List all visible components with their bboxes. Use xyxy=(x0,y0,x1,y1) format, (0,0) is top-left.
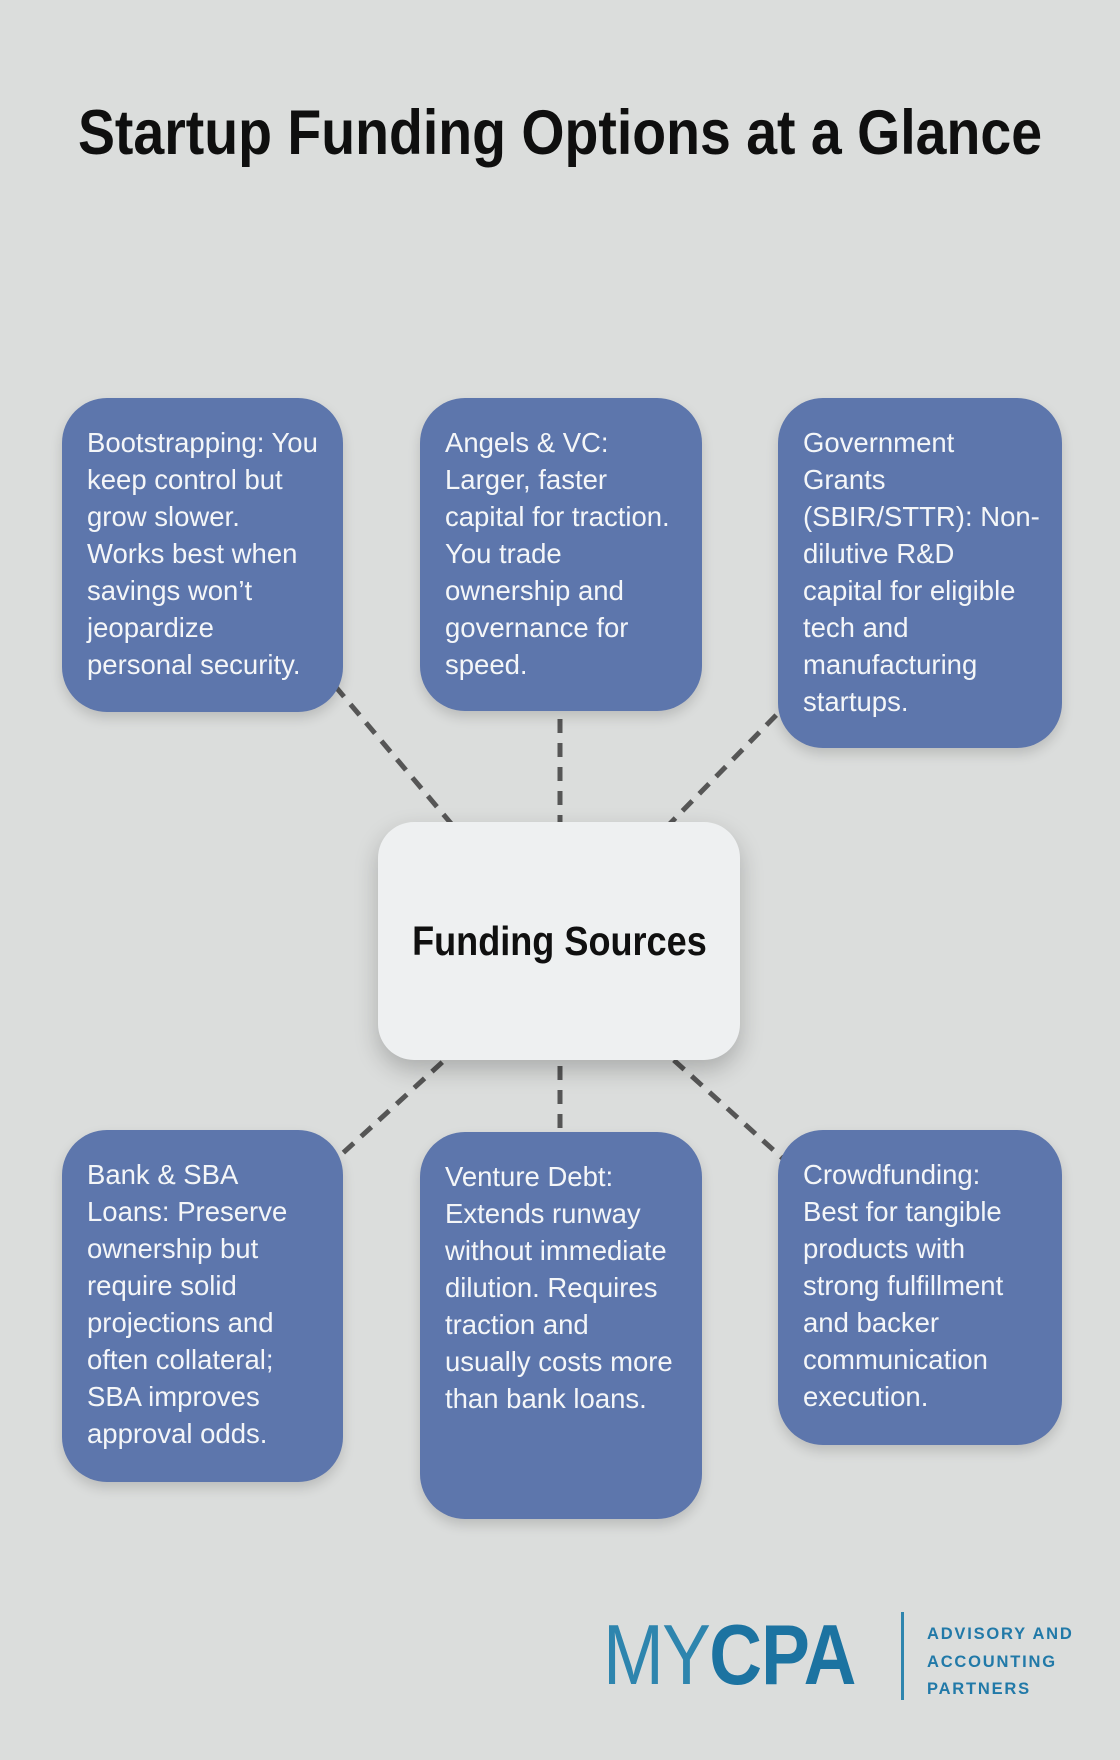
node-bootstrapping: Bootstrapping: You keep control but grow… xyxy=(62,398,343,712)
node-crowdfunding: Crowdfunding: Best for tangible products… xyxy=(778,1130,1062,1445)
connector-top-right xyxy=(650,696,795,844)
mycpa-logo: MYCPA xyxy=(603,1613,856,1698)
logo-tagline-line-3: PARTNERS xyxy=(927,1680,1031,1698)
mycpa-logo-my: MY xyxy=(603,1608,711,1703)
node-bank-sba-loans: Bank & SBA Loans: Preserve ownership but… xyxy=(62,1130,343,1482)
connector-top-left xyxy=(333,684,467,842)
logo-tagline-line-2: ACCOUNTING xyxy=(927,1652,1057,1671)
page-title: Startup Funding Options at a Glance xyxy=(77,98,1043,168)
node-crowdfunding-text: Crowdfunding: Best for tangible products… xyxy=(803,1159,1004,1412)
node-angels-vc-text: Angels & VC: Larger, faster capital for … xyxy=(445,427,670,680)
center-node-label: Funding Sources xyxy=(411,917,707,964)
node-government-grants: Government Grants (SBIR/STTR): Non-dilut… xyxy=(778,398,1062,748)
node-government-grants-text: Government Grants (SBIR/STTR): Non-dilut… xyxy=(803,427,1040,717)
connector-bottom-right xyxy=(654,1042,802,1176)
center-node-funding-sources: Funding Sources xyxy=(378,822,740,1060)
node-bootstrapping-text: Bootstrapping: You keep control but grow… xyxy=(87,427,318,680)
logo-tagline-line-1: ADVISORY AND xyxy=(927,1625,1074,1643)
mycpa-logo-cpa: CPA xyxy=(709,1608,856,1703)
node-bank-sba-loans-text: Bank & SBA Loans: Preserve ownership but… xyxy=(87,1159,288,1449)
connector-bottom-left xyxy=(318,1044,462,1176)
node-venture-debt-text: Venture Debt: Extends runway without imm… xyxy=(445,1161,673,1414)
logo-divider xyxy=(901,1612,904,1700)
node-angels-vc: Angels & VC: Larger, faster capital for … xyxy=(420,398,702,711)
node-venture-debt: Venture Debt: Extends runway without imm… xyxy=(420,1132,702,1519)
logo-tagline: ADVISORY AND ACCOUNTING PARTNERS xyxy=(927,1621,1074,1704)
